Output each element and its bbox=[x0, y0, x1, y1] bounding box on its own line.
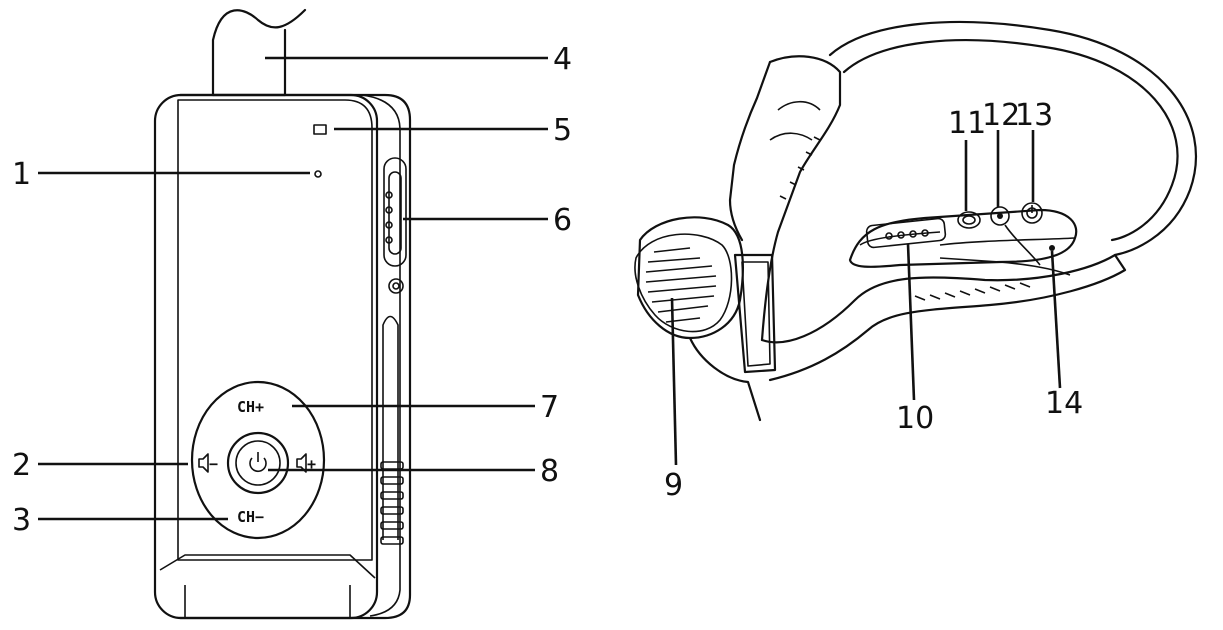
headset-led bbox=[1049, 245, 1055, 251]
label-7: 7 bbox=[540, 390, 559, 425]
side-charging-port bbox=[383, 157, 407, 267]
label-12: 12 bbox=[982, 98, 1020, 133]
power-icon bbox=[249, 452, 267, 473]
volume-button bbox=[957, 211, 981, 229]
label-6: 6 bbox=[553, 203, 572, 238]
label-4: 4 bbox=[553, 42, 572, 77]
leader-lines bbox=[38, 56, 1062, 521]
transmitter-device: CH+ CH− − + bbox=[153, 8, 412, 620]
volume-minus-label: − bbox=[209, 455, 218, 473]
label-14: 14 bbox=[1045, 386, 1083, 421]
charging-contacts bbox=[865, 217, 947, 249]
speaker-icon bbox=[198, 453, 209, 473]
callout-labels: 1 2 3 4 5 6 7 8 9 10 11 12 13 14 bbox=[12, 42, 1083, 538]
label-11: 11 bbox=[948, 106, 986, 141]
volume-plus-label: + bbox=[307, 455, 316, 473]
label-1: 1 bbox=[12, 157, 31, 192]
label-3: 3 bbox=[12, 503, 31, 538]
side-jack bbox=[388, 278, 404, 294]
belt-clip-strap bbox=[211, 8, 307, 97]
led-indicator bbox=[313, 124, 327, 135]
label-10: 10 bbox=[896, 401, 934, 436]
multi-function-button bbox=[990, 206, 1010, 226]
ch-minus-label: CH− bbox=[237, 508, 264, 526]
label-8: 8 bbox=[540, 454, 559, 489]
side-shell bbox=[178, 93, 412, 620]
ch-plus-label: CH+ bbox=[237, 398, 264, 416]
neckband bbox=[828, 20, 1197, 257]
label-5: 5 bbox=[553, 113, 572, 148]
left-transducer bbox=[634, 216, 744, 340]
label-2: 2 bbox=[12, 448, 31, 483]
headset-body bbox=[760, 253, 1127, 382]
bone-conduction-headset bbox=[634, 20, 1197, 422]
power-button bbox=[226, 431, 290, 495]
device-body bbox=[153, 93, 379, 620]
speaker-icon bbox=[296, 453, 307, 473]
front-panel bbox=[177, 99, 373, 561]
side-rail bbox=[382, 315, 399, 540]
label-9: 9 bbox=[664, 468, 683, 503]
control-ring: CH+ CH− − + bbox=[190, 380, 326, 540]
microphone-hole bbox=[314, 170, 322, 178]
label-13: 13 bbox=[1015, 98, 1053, 133]
power-button-headset bbox=[1021, 202, 1043, 224]
